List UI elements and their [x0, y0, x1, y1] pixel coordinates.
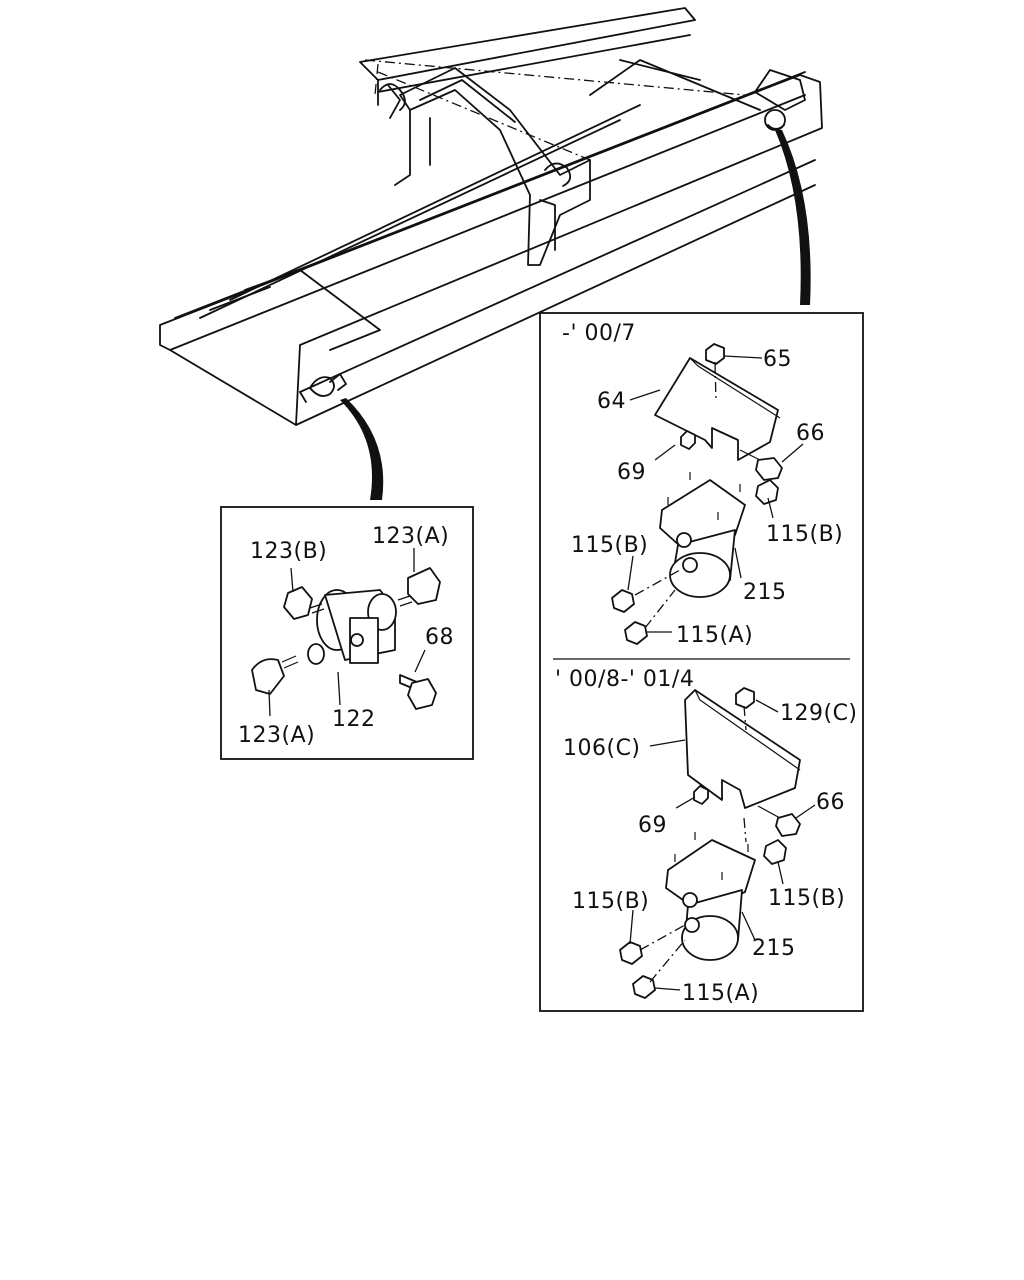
- relay-valve-215-lower: [665, 832, 756, 961]
- label-123a-bottom: 123(A): [238, 723, 315, 748]
- pointer-arrow-left: [340, 398, 384, 500]
- relay-valve-215: [659, 472, 746, 598]
- label-123a-top: 123(A): [372, 524, 449, 549]
- pointer-arrow-right: [775, 130, 811, 305]
- bracket-64: [654, 357, 779, 461]
- label-115a: 115(A): [676, 623, 753, 648]
- nut-69-lower: [693, 785, 709, 805]
- period-upper: -' 00/7: [562, 321, 636, 346]
- period-lower: ' 00/8-' 01/4: [555, 667, 694, 692]
- nut-69: [680, 430, 696, 450]
- fitting-115b-left: [611, 589, 635, 613]
- valve-body-122: [307, 589, 397, 665]
- label-215-lower: 215: [752, 936, 796, 961]
- nut-129c: [735, 687, 755, 709]
- fitting-123a-top: [397, 567, 441, 607]
- section-upper: -' 00/7: [562, 321, 843, 648]
- section-lower: ' 00/8-' 01/4: [555, 667, 858, 1006]
- label-64: 64: [597, 389, 626, 414]
- nut-65: [705, 343, 725, 365]
- label-106c: 106(C): [563, 736, 641, 761]
- panel-left: 123(B) 123(A) 68 122 123(A): [220, 506, 474, 760]
- fitting-115a: [624, 621, 648, 645]
- fitting-115b-right-lower: [763, 839, 787, 865]
- fitting-123a-bottom: [251, 655, 299, 695]
- label-65: 65: [763, 347, 792, 372]
- chassis-frame: [159, 7, 823, 426]
- label-115b-left-lower: 115(B): [572, 889, 649, 914]
- bolt-66: [755, 457, 783, 481]
- bolt-66-lower: [775, 813, 801, 837]
- label-122: 122: [332, 707, 376, 732]
- label-69-lower: 69: [638, 813, 667, 838]
- panel-right: -' 00/7: [539, 312, 864, 1012]
- label-115b-right-lower: 115(B): [768, 886, 845, 911]
- label-115b-left: 115(B): [571, 533, 648, 558]
- label-115b-right: 115(B): [766, 522, 843, 547]
- label-66-lower: 66: [816, 790, 845, 815]
- fitting-115b-right: [755, 479, 779, 505]
- label-68: 68: [425, 625, 454, 650]
- bolt-68: [399, 674, 437, 710]
- label-66: 66: [796, 421, 825, 446]
- fitting-123b: [283, 586, 325, 620]
- fitting-115a-lower: [632, 975, 656, 999]
- label-115a-lower: 115(A): [682, 981, 759, 1006]
- label-69: 69: [617, 460, 646, 485]
- label-215: 215: [743, 580, 787, 605]
- label-129c: 129(C): [780, 701, 858, 726]
- label-123b: 123(B): [250, 539, 327, 564]
